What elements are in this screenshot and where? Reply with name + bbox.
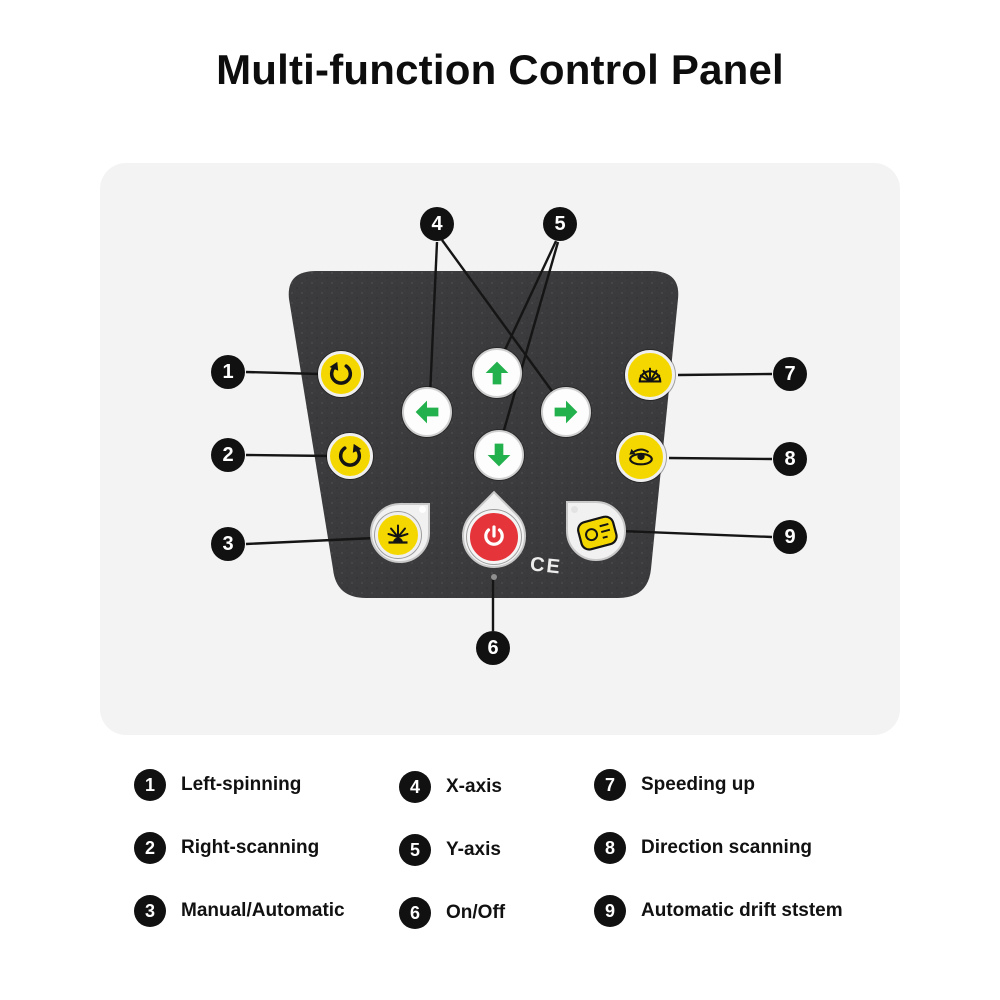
legend-item-9: 9 Automatic drift ststem bbox=[594, 895, 843, 927]
legend-number-badge: 2 bbox=[134, 832, 166, 864]
plate-tip-dot bbox=[419, 506, 426, 513]
legend-label: On/Off bbox=[446, 902, 506, 923]
legend-number-badge: 5 bbox=[399, 834, 431, 866]
y-axis-up-button bbox=[472, 348, 522, 398]
ce-mark: CE bbox=[528, 553, 563, 579]
legend-label: Automatic drift ststem bbox=[641, 900, 843, 921]
callout-number: 4 bbox=[431, 212, 443, 235]
clockwise-arrow-icon bbox=[338, 443, 362, 467]
callout-number: 5 bbox=[554, 212, 566, 235]
legend-item-8: 8 Direction scanning bbox=[594, 832, 843, 864]
legend-label: Speeding up bbox=[641, 774, 755, 795]
legend-item-6: 6 On/Off bbox=[399, 897, 505, 929]
legend-label: Manual/Automatic bbox=[181, 900, 345, 921]
spotlight-icon bbox=[638, 367, 662, 383]
legend-number-badge: 3 bbox=[134, 895, 166, 927]
callout-8: 8 bbox=[773, 442, 807, 476]
callout-1: 1 bbox=[211, 355, 245, 389]
callout-number: 3 bbox=[222, 532, 234, 555]
left-spinning-button bbox=[318, 351, 364, 397]
power-button bbox=[467, 510, 521, 564]
counterclockwise-arrow-icon bbox=[329, 361, 353, 385]
callout-number: 8 bbox=[784, 447, 796, 470]
callout-number: 6 bbox=[487, 636, 499, 659]
legend-label: Y-axis bbox=[446, 839, 501, 860]
power-plate-dot bbox=[491, 574, 497, 580]
callout-9: 9 bbox=[773, 520, 807, 554]
callout-number: 9 bbox=[784, 525, 796, 548]
legend-number-badge: 1 bbox=[134, 769, 166, 801]
up-arrow-icon bbox=[485, 361, 509, 385]
legend-number-badge: 9 bbox=[594, 895, 626, 927]
left-arrow-icon bbox=[415, 400, 439, 424]
legend-label: Left-spinning bbox=[181, 774, 302, 795]
callout-2: 2 bbox=[211, 438, 245, 472]
callout-number: 1 bbox=[222, 360, 234, 383]
callout-number: 7 bbox=[784, 362, 796, 385]
lamp-glare-icon bbox=[387, 524, 409, 544]
callout-4: 4 bbox=[420, 207, 454, 241]
legend-number-badge: 4 bbox=[399, 771, 431, 803]
direction-scanning-button bbox=[616, 432, 666, 482]
page-title: Multi-function Control Panel bbox=[216, 46, 784, 93]
callout-7: 7 bbox=[773, 357, 807, 391]
legend-item-1: 1 Left-spinning bbox=[134, 769, 345, 801]
speeding-up-button bbox=[625, 350, 675, 400]
legend-item-5: 5 Y-axis bbox=[399, 834, 505, 866]
legend-label: Direction scanning bbox=[641, 837, 813, 858]
right-scanning-button bbox=[327, 433, 373, 479]
power-icon bbox=[484, 525, 504, 546]
legend-item-4: 4 X-axis bbox=[399, 771, 505, 803]
callout-number: 2 bbox=[222, 443, 234, 466]
legend-item-7: 7 Speeding up bbox=[594, 769, 843, 801]
rotate-scan-icon bbox=[629, 448, 653, 466]
legend-number-badge: 8 bbox=[594, 832, 626, 864]
legend-column-1: 1 Left-spinning 2 Right-scanning 3 Manua… bbox=[134, 769, 345, 927]
legend-label: Right-scanning bbox=[181, 837, 320, 858]
callout-3: 3 bbox=[211, 527, 245, 561]
x-axis-left-button bbox=[402, 387, 452, 437]
legend-label: X-axis bbox=[446, 776, 502, 797]
callout-5: 5 bbox=[543, 207, 577, 241]
legend-column-2: 4 X-axis 5 Y-axis 6 On/Off bbox=[399, 771, 505, 929]
right-arrow-icon bbox=[554, 400, 578, 424]
legend-number-badge: 7 bbox=[594, 769, 626, 801]
legend-column-3: 7 Speeding up 8 Direction scanning 9 Aut… bbox=[594, 769, 843, 927]
manual-automatic-button bbox=[375, 512, 421, 558]
legend-item-3: 3 Manual/Automatic bbox=[134, 895, 345, 927]
plate-tip-dot-9 bbox=[571, 506, 578, 513]
y-axis-down-button bbox=[474, 430, 524, 480]
legend-item-2: 2 Right-scanning bbox=[134, 832, 345, 864]
x-axis-right-button bbox=[541, 387, 591, 437]
down-arrow-icon bbox=[487, 443, 511, 467]
callout-6: 6 bbox=[476, 631, 510, 665]
legend-number-badge: 6 bbox=[399, 897, 431, 929]
